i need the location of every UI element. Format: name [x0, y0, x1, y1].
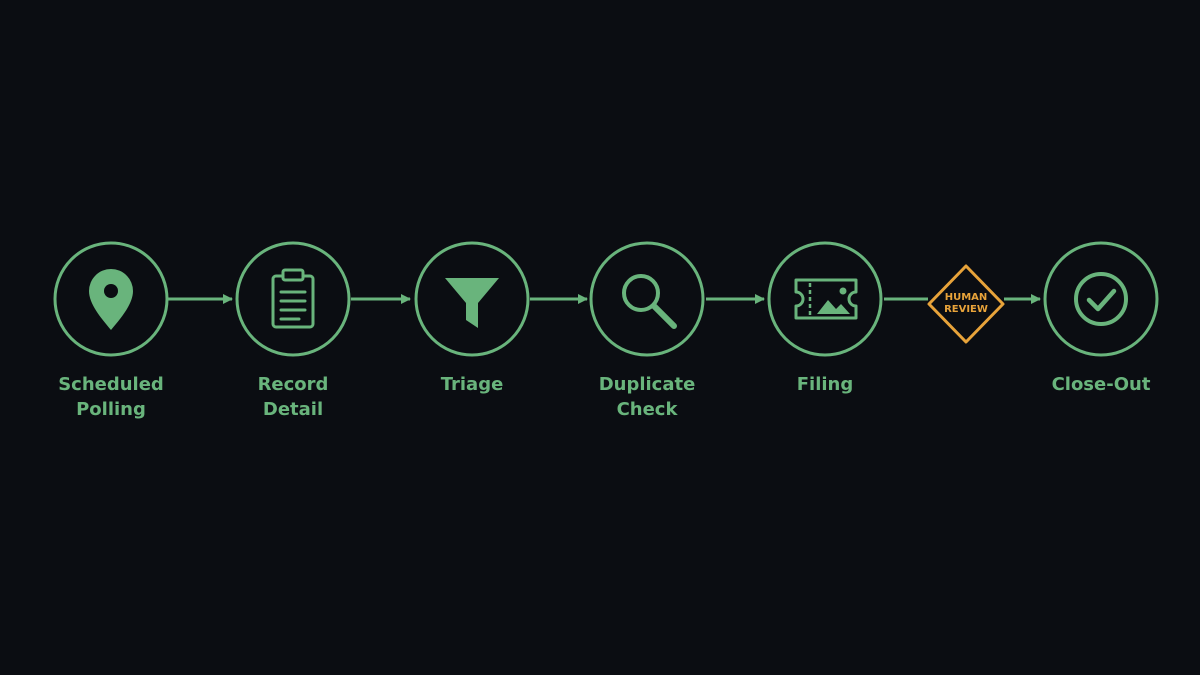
step-label-line: Filing: [796, 374, 854, 395]
magnifier-icon: [622, 274, 677, 329]
funnel-icon: [445, 278, 499, 328]
human-review-gate: [927, 264, 1005, 344]
clipboard-icon: [271, 268, 315, 329]
step-node-close-out: [1043, 241, 1159, 357]
step-label-scheduled-polling: Scheduled Polling: [31, 372, 191, 422]
map-pin-icon: [89, 269, 133, 330]
step-node-triage: [414, 241, 530, 357]
step-label-line: Record: [257, 374, 329, 395]
ticket-image-icon: [794, 278, 858, 320]
step-label-line: Triage: [440, 374, 504, 395]
step-label-line: Polling: [76, 399, 146, 420]
check-circle-icon: [1074, 272, 1128, 326]
step-label-close-out: Close-Out: [1021, 372, 1181, 397]
step-label-filing: Filing: [745, 372, 905, 397]
step-label-line: Check: [616, 399, 678, 420]
review-label-line: HUMAN: [944, 292, 988, 303]
step-node-record-detail: [235, 241, 351, 357]
review-diamond: [927, 264, 1005, 344]
step-label-duplicate-check: Duplicate Check: [567, 372, 727, 422]
step-label-record-detail: Record Detail: [213, 372, 373, 422]
step-label-triage: Triage: [392, 372, 552, 397]
step-label-line: Detail: [262, 399, 324, 420]
step-node-scheduled-polling: [53, 241, 169, 357]
review-label-line: REVIEW: [944, 304, 988, 315]
step-node-duplicate-check: [589, 241, 705, 357]
human-review-label: HUMAN REVIEW: [926, 292, 1006, 316]
step-node-filing: [767, 241, 883, 357]
step-label-line: Close-Out: [1051, 374, 1151, 395]
step-label-line: Scheduled: [58, 374, 164, 395]
step-label-line: Duplicate: [598, 374, 696, 395]
